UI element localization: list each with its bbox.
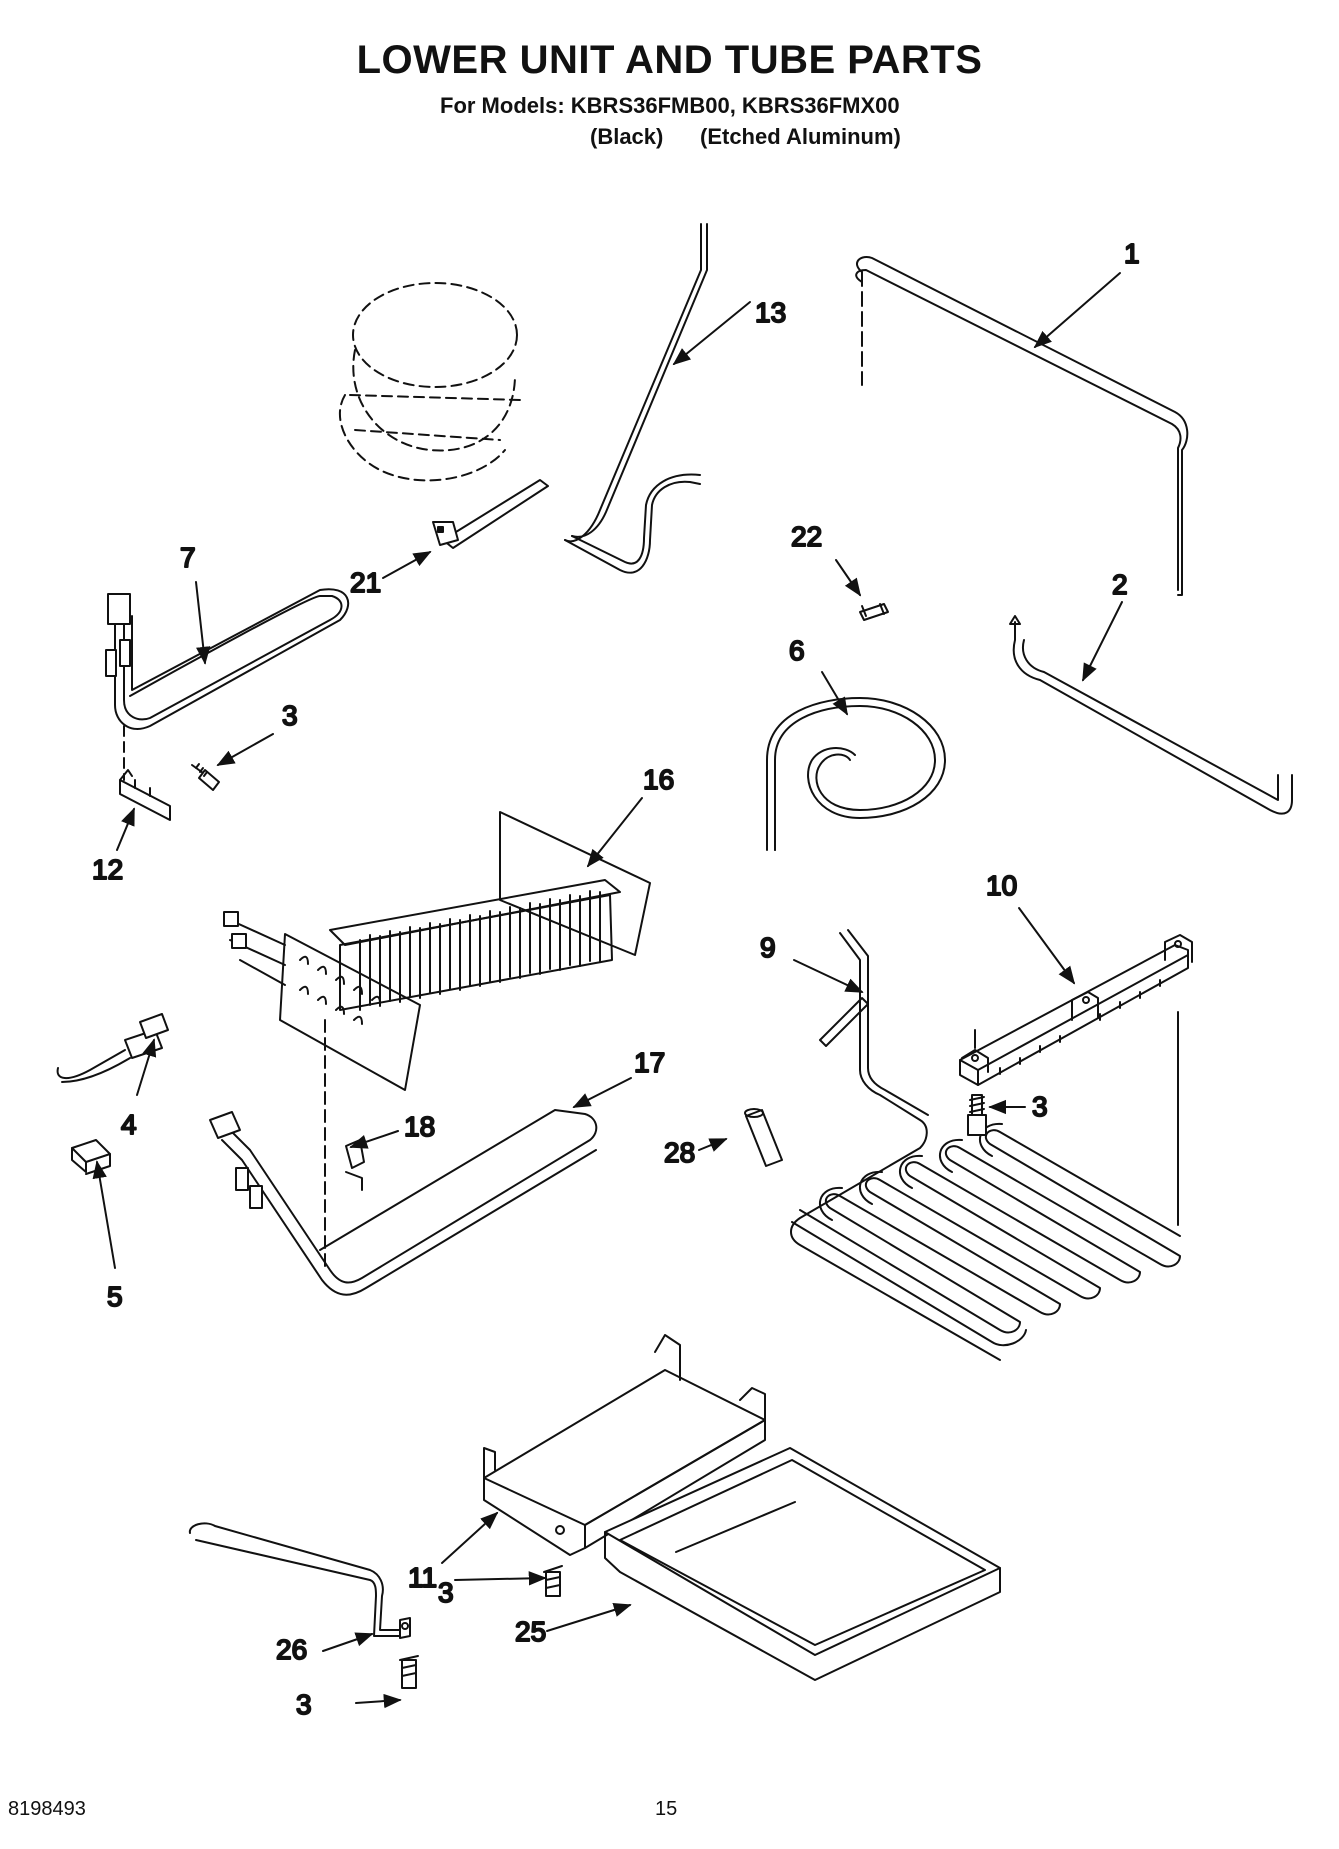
callout-3-c: 3 <box>438 1577 454 1608</box>
screw-wire-26 <box>399 1655 419 1689</box>
screw-bracket-11 <box>543 1565 563 1597</box>
leader-lines <box>92 272 1123 1709</box>
part-17-defrost-heater <box>209 1109 598 1296</box>
part-25-drain-pan <box>604 1447 1001 1681</box>
callout-labels: 1 2 3 3 3 3 4 5 6 7 9 10 11 12 13 16 17 … <box>91 237 1141 1721</box>
part-12-bracket <box>119 769 171 821</box>
callout-12: 12 <box>92 854 123 885</box>
callout-2: 2 <box>1112 569 1128 600</box>
part-2-tube <box>1009 615 1293 815</box>
callout-18: 18 <box>404 1111 435 1142</box>
document-number: 8198493 <box>8 1798 86 1820</box>
callout-3-a: 3 <box>282 700 298 731</box>
part-11-bracket <box>483 1334 766 1556</box>
callout-25: 25 <box>515 1616 546 1647</box>
callout-3-b: 3 <box>1032 1091 1048 1122</box>
callout-16: 16 <box>643 764 674 795</box>
callout-22: 22 <box>791 521 822 552</box>
callout-1: 1 <box>1124 238 1140 269</box>
part-10-bracket <box>959 934 1193 1086</box>
variant-etched-aluminum: (Etched Aluminum) <box>700 124 901 149</box>
callout-3-d: 3 <box>296 1689 312 1720</box>
part-28-tube-sleeve <box>744 1108 783 1167</box>
part-13-tube <box>564 223 708 574</box>
part-16-evaporator <box>223 811 651 1271</box>
part-21-cable-tie <box>432 479 549 549</box>
models-line: For Models: KBRS36FMB00, KBRS36FMX00 <box>440 93 900 118</box>
callout-4: 4 <box>121 1109 137 1140</box>
part-1-tube <box>855 256 1189 596</box>
screw-bracket-10 <box>967 1094 987 1136</box>
part-9-tube <box>790 929 1001 1361</box>
part-22-clip <box>859 603 889 621</box>
page-title: LOWER UNIT AND TUBE PARTS <box>356 38 983 82</box>
variant-black: (Black) <box>590 124 664 149</box>
part-6-coil-tube <box>766 697 946 851</box>
screw-upper-left <box>191 763 220 791</box>
callout-13: 13 <box>755 297 786 328</box>
heat-exchanger-coil <box>791 1011 1181 1347</box>
callout-10: 10 <box>986 870 1017 901</box>
callout-17: 17 <box>634 1047 665 1078</box>
part-5-connector <box>71 1139 111 1175</box>
callout-21: 21 <box>350 567 381 598</box>
page-number: 15 <box>655 1798 678 1820</box>
callout-28: 28 <box>664 1137 695 1168</box>
callout-11: 11 <box>408 1562 437 1593</box>
part-18-clip <box>345 1139 365 1191</box>
callout-9: 9 <box>760 932 776 963</box>
compressor-outline <box>339 282 521 482</box>
callout-5: 5 <box>107 1281 123 1312</box>
callout-26: 26 <box>276 1634 307 1665</box>
callout-6: 6 <box>789 635 805 666</box>
part-7-heater <box>105 588 350 781</box>
callout-7: 7 <box>180 542 196 573</box>
part-26-wire <box>188 1522 411 1639</box>
